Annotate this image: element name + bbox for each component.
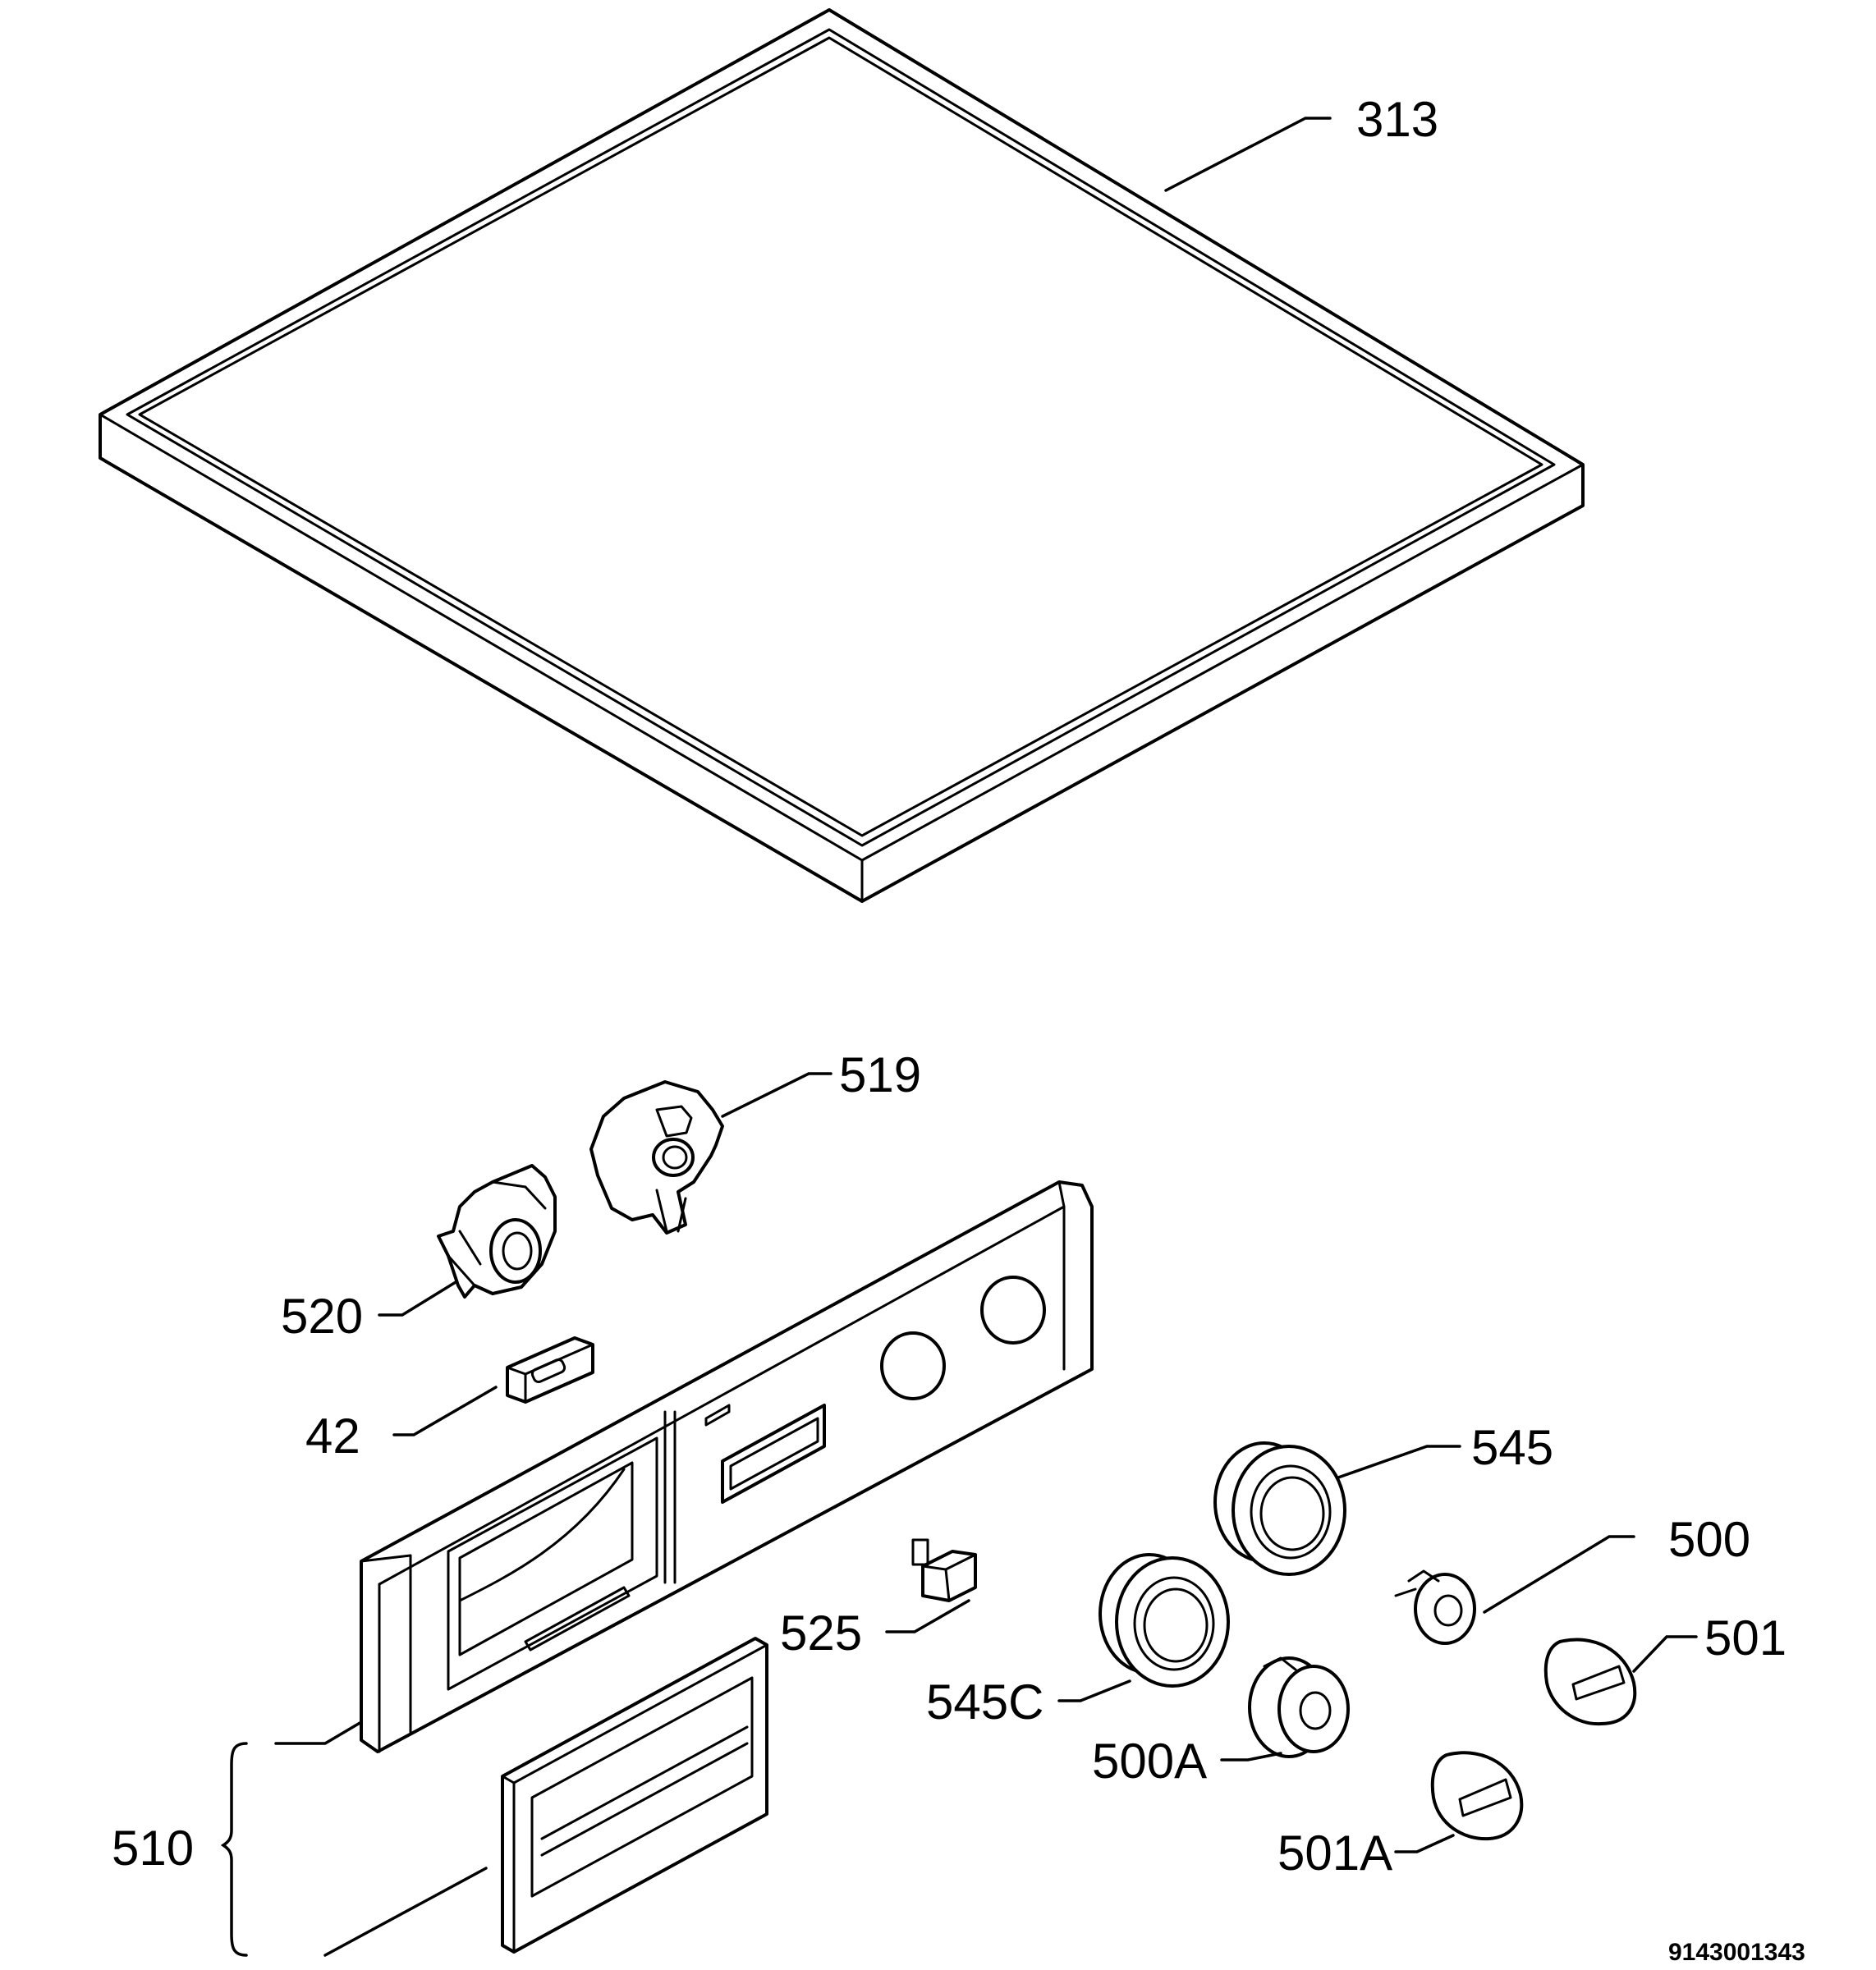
brace-510 — [220, 1742, 248, 1957]
part-545-knob — [1213, 1441, 1346, 1576]
label-500a: 500A — [1092, 1734, 1207, 1789]
label-501a: 501A — [1277, 1826, 1392, 1881]
leader-500a — [1220, 1752, 1282, 1762]
document-number: 9143001343 — [1668, 1939, 1805, 1966]
label-520: 520 — [281, 1289, 363, 1344]
part-501-knob-cap — [1543, 1638, 1637, 1726]
label-510: 510 — [112, 1821, 194, 1876]
part-545c-knob — [1099, 1553, 1230, 1688]
leader-500 — [1483, 1535, 1635, 1614]
leader-520 — [378, 1280, 457, 1317]
part-313-top-cover — [99, 8, 1585, 903]
part-510-drawer-front — [501, 1637, 768, 1954]
leader-42 — [392, 1386, 498, 1436]
leader-313 — [1164, 117, 1332, 192]
part-525-switch — [911, 1538, 977, 1602]
label-501: 501 — [1704, 1610, 1787, 1665]
part-42-indicator — [506, 1336, 594, 1404]
label-545: 545 — [1471, 1420, 1553, 1475]
part-519-selector-switch — [589, 1080, 724, 1235]
label-313: 313 — [1356, 92, 1438, 147]
label-519: 519 — [839, 1047, 921, 1102]
leader-510-bottom — [323, 1867, 488, 1957]
part-500-knob-insert — [1394, 1569, 1476, 1645]
callout-labels: 313 519 520 42 545 500 525 501 545C 500A… — [112, 92, 1805, 1966]
part-500a-knob-insert — [1248, 1656, 1350, 1758]
leader-525 — [885, 1599, 970, 1633]
control-panel-fascia — [360, 1180, 1094, 1753]
leader-545 — [1337, 1445, 1461, 1479]
leader-519 — [721, 1072, 833, 1118]
label-42: 42 — [305, 1409, 360, 1464]
leader-545c — [1057, 1679, 1131, 1702]
leader-501a — [1394, 1834, 1455, 1853]
label-500: 500 — [1668, 1512, 1750, 1567]
label-525: 525 — [780, 1606, 862, 1661]
leader-lines — [274, 117, 1698, 1957]
part-520-switch — [437, 1164, 557, 1299]
leader-501 — [1632, 1635, 1698, 1673]
part-501a-knob-cap — [1430, 1751, 1524, 1841]
leader-510-top — [274, 1720, 363, 1745]
label-545c: 545C — [926, 1674, 1043, 1729]
